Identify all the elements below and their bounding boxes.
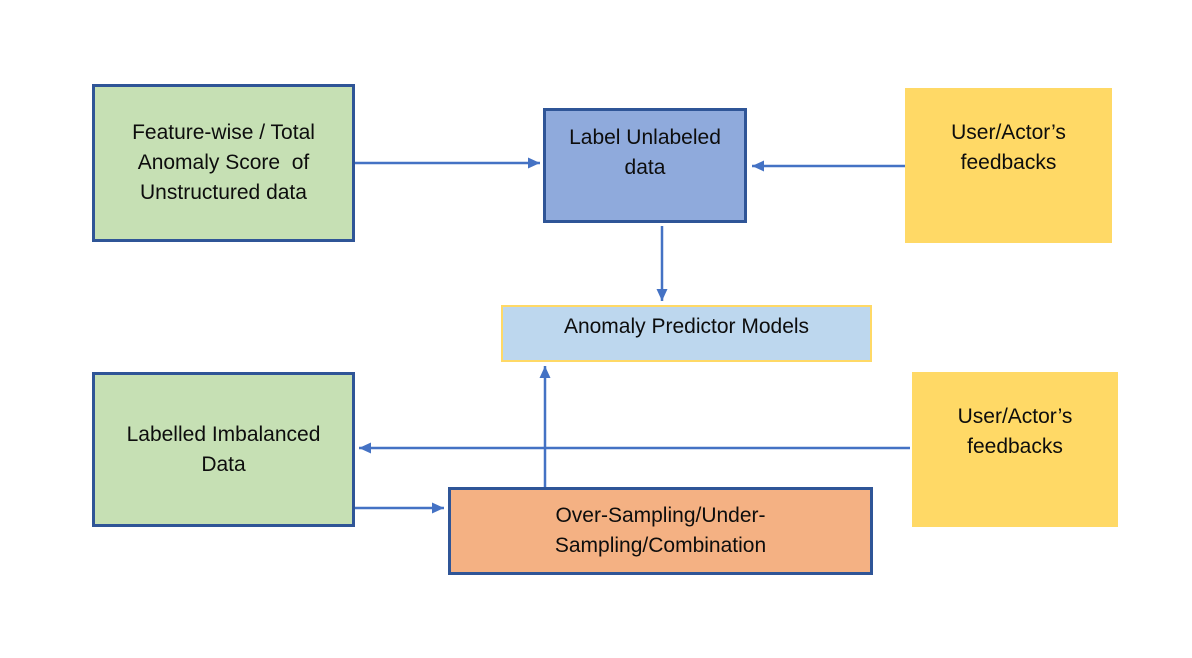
node-anomaly-predictor-models: Anomaly Predictor Models xyxy=(501,305,872,362)
node-feature-wise-anomaly-score: Feature-wise / Total Anomaly Score of Un… xyxy=(92,84,355,242)
node-over-under-sampling: Over-Sampling/Under- Sampling/Combinatio… xyxy=(448,487,873,575)
node-user-feedback-top: User/Actor’s feedbacks xyxy=(905,88,1112,243)
node-over-under-sampling-label: Over-Sampling/Under- Sampling/Combinatio… xyxy=(554,504,767,557)
node-feature-wise-anomaly-score-label: Feature-wise / Total Anomaly Score of Un… xyxy=(132,121,315,204)
node-user-feedback-bottom-label: User/Actor’s feedbacks xyxy=(957,405,1073,458)
node-labelled-imbalanced-data-label: Labelled Imbalanced Data xyxy=(126,422,321,476)
node-user-feedback-bottom: User/Actor’s feedbacks xyxy=(912,372,1118,527)
node-label-unlabeled-data-label: Label Unlabeled data xyxy=(569,126,721,179)
node-label-unlabeled-data: Label Unlabeled data xyxy=(543,108,747,223)
node-anomaly-predictor-models-label: Anomaly Predictor Models xyxy=(563,315,810,338)
node-user-feedback-top-label: User/Actor’s feedbacks xyxy=(951,121,1066,174)
node-labelled-imbalanced-data: Labelled Imbalanced Data xyxy=(92,372,355,527)
